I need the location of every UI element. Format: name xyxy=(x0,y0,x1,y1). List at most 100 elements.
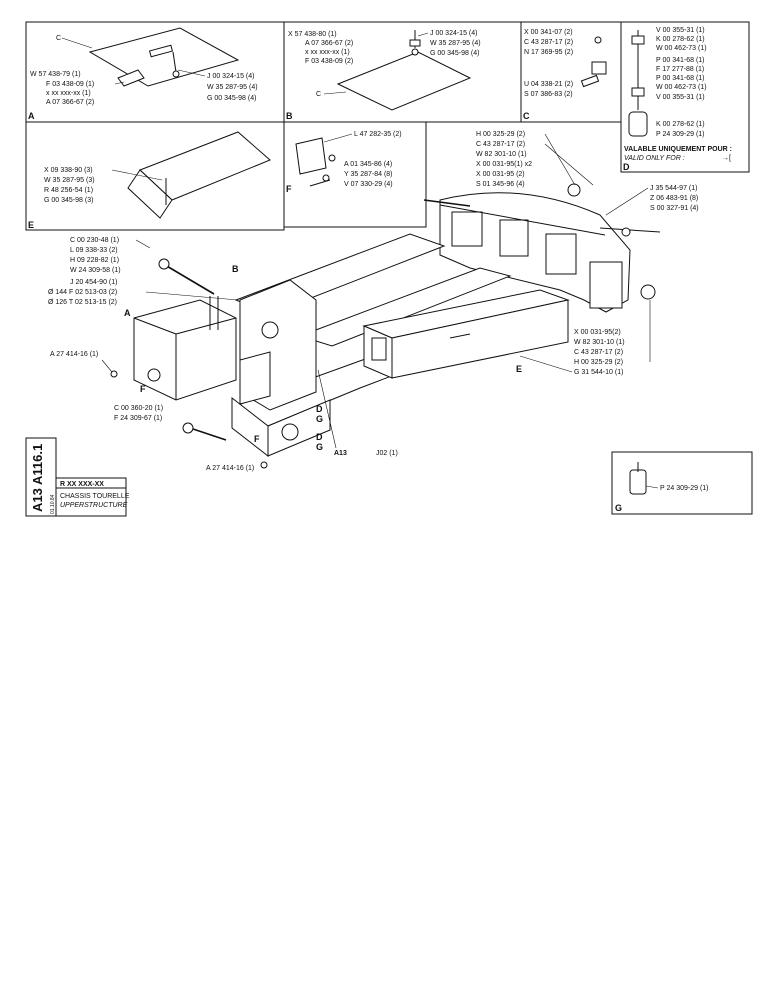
main-label-j02: J02 (1) xyxy=(376,450,398,457)
panel-g-cylinder xyxy=(629,469,647,495)
panel-b-label: A 07 366-67 (2) xyxy=(305,40,353,47)
panel-a-label: W 35 287-95 (4) xyxy=(207,84,258,91)
panel-c-letter: C xyxy=(523,111,530,121)
panel-b-label: W 35 287-95 (4) xyxy=(430,40,481,47)
counterweight xyxy=(439,192,631,313)
main-letter-d: D xyxy=(316,404,323,414)
panel-e: E X 09 338-90 (3) W 35 287-95 (3) R 48 2… xyxy=(25,121,285,231)
panel-a-label: W 57 438-79 (1) xyxy=(30,71,81,78)
panel-f-letter: F xyxy=(286,184,292,194)
main-label: X 00 031-95(2) xyxy=(574,329,621,336)
main-label-a13: A13 xyxy=(334,450,347,457)
box-e-slot xyxy=(449,333,471,339)
flange-f xyxy=(281,423,299,441)
panel-e-label: R 48 256-54 (1) xyxy=(44,187,93,194)
shaft-upper xyxy=(159,261,215,295)
panel-b-label: F 03 438-09 (2) xyxy=(305,58,353,65)
panel-b-label: x xx xxx-xx (1) xyxy=(305,49,350,56)
panel-a-label: G 00 345-98 (4) xyxy=(207,95,256,102)
panel-a-slot xyxy=(148,44,174,58)
panel-a-washer xyxy=(172,70,180,78)
counterweight-block xyxy=(589,261,623,309)
panel-f-label: Y 35 287-84 (8) xyxy=(344,171,393,178)
panel-b-nut xyxy=(409,39,421,47)
main-label: C 43 287-17 (2) xyxy=(574,349,623,356)
panel-d-nut xyxy=(631,35,645,45)
main-label: A 27 414-16 (1) xyxy=(50,351,98,358)
panel-f-plate xyxy=(295,137,327,175)
main-label: W 24 309-58 (1) xyxy=(70,267,121,274)
title-ref: R XX XXX-XX xyxy=(60,481,104,488)
main-label: J 20 454-90 (1) xyxy=(70,279,117,286)
boom-mount-lower xyxy=(239,351,271,405)
panel-c-label: S 07 386-83 (2) xyxy=(524,91,573,98)
main-label: Ø 126 T 02 513-15 (2) xyxy=(48,299,117,306)
shaft-top xyxy=(423,199,471,207)
main-assembly: B A E F F D G D G H 00 325-29 (2) C 43 2… xyxy=(48,131,699,472)
panel-d: D V 00 355-31 (1) K 00 278-62 (1) W 00 4… xyxy=(620,21,750,173)
panel-d-valid-fr: VALABLE UNIQUEMENT POUR : xyxy=(624,146,732,153)
panel-c-pin xyxy=(580,74,600,88)
panel-f-bolt xyxy=(309,179,331,187)
panel-d-label: V 00 355-31 (1) xyxy=(656,94,705,101)
main-label: S 01 345-96 (4) xyxy=(476,181,525,188)
panel-d-label: K 00 278-62 (1) xyxy=(656,36,705,43)
panel-b: B X 57 438-80 (1) A 07 366-67 (2) x xx x… xyxy=(283,21,522,123)
main-label: X 00 031-95(1) x2 xyxy=(476,161,532,168)
title-box xyxy=(55,477,127,517)
panel-g-letter: G xyxy=(615,503,622,513)
top-washer xyxy=(567,183,581,197)
main-label: W 82 301-10 (1) xyxy=(476,151,527,158)
panel-d-label: P 00 341-68 (1) xyxy=(656,57,705,64)
panel-d-label: V 00 355-31 (1) xyxy=(656,27,705,34)
panel-e-angle-side xyxy=(127,169,173,219)
nut-bottom xyxy=(260,461,268,469)
panel-a: A C W 57 438-79 (1) F 03 438-09 (1) x xx… xyxy=(25,21,285,123)
panel-e-letter: E xyxy=(28,220,34,230)
panel-b-letter: B xyxy=(286,111,293,121)
title-side-ref: A13 A116.1 xyxy=(30,444,45,512)
box-e-opening xyxy=(371,337,387,361)
arrow-icon: →[ xyxy=(722,155,731,162)
panel-f-label: A 01 345-86 (4) xyxy=(344,161,392,168)
panel-b-c: C xyxy=(316,91,321,98)
main-letter-e: E xyxy=(516,364,522,374)
panel-c-label: N 17 369-95 (2) xyxy=(524,49,573,56)
title-fr: CHASSIS TOURELLE xyxy=(60,493,130,500)
frame-rail-inner xyxy=(298,267,512,347)
panel-a-clip xyxy=(117,69,145,87)
panel-e-label: G 00 345-98 (3) xyxy=(44,197,93,204)
panel-d-label: P 00 341-68 (1) xyxy=(656,75,705,82)
nut-left xyxy=(110,370,118,378)
panel-f: F L 47 282-35 (2) A 01 345-86 (4) Y 35 2… xyxy=(283,121,427,228)
main-label: C 00 360-20 (1) xyxy=(114,405,163,412)
main-label: L 09 338-33 (2) xyxy=(70,247,118,254)
panel-g: G P 24 309-29 (1) xyxy=(611,451,753,515)
panel-d-label: W 00 462-73 (1) xyxy=(656,45,707,52)
main-label: H 00 325-29 (2) xyxy=(476,131,525,138)
shaft-end xyxy=(158,258,170,270)
counterweight-washer xyxy=(621,227,631,237)
panel-f-label: L 47 282-35 (2) xyxy=(354,131,402,138)
title-date: 01.10.84 xyxy=(50,494,56,514)
housing-a-handle xyxy=(209,296,219,330)
main-label: C 43 287-17 (2) xyxy=(476,141,525,148)
panel-b-label: X 57 438-80 (1) xyxy=(288,31,337,38)
main-label: W 82 301-10 (1) xyxy=(574,339,625,346)
panel-e-label: X 09 338-90 (3) xyxy=(44,167,93,174)
panel-c-washer xyxy=(594,36,602,44)
counterweight-pocket xyxy=(499,219,529,257)
panel-c-label: U 04 338-21 (2) xyxy=(524,81,573,88)
main-letter-g2: G xyxy=(316,442,323,452)
title-side-box xyxy=(25,437,57,517)
panel-f-frame xyxy=(283,121,427,228)
frame-front-side xyxy=(267,399,331,457)
panel-a-label: J 00 324-15 (4) xyxy=(207,73,254,80)
panel-a-bolt xyxy=(172,51,177,73)
counterweight-pocket xyxy=(545,233,577,275)
title-block: A13 A116.1 R XX XXX-XX CHASSIS TOURELLE … xyxy=(25,437,130,517)
main-letter-d2: D xyxy=(316,432,323,442)
panel-a-c: C xyxy=(56,35,61,42)
panel-d-label: W 00 462-73 (1) xyxy=(656,84,707,91)
panel-d-label: F 17 277-88 (1) xyxy=(656,66,704,73)
